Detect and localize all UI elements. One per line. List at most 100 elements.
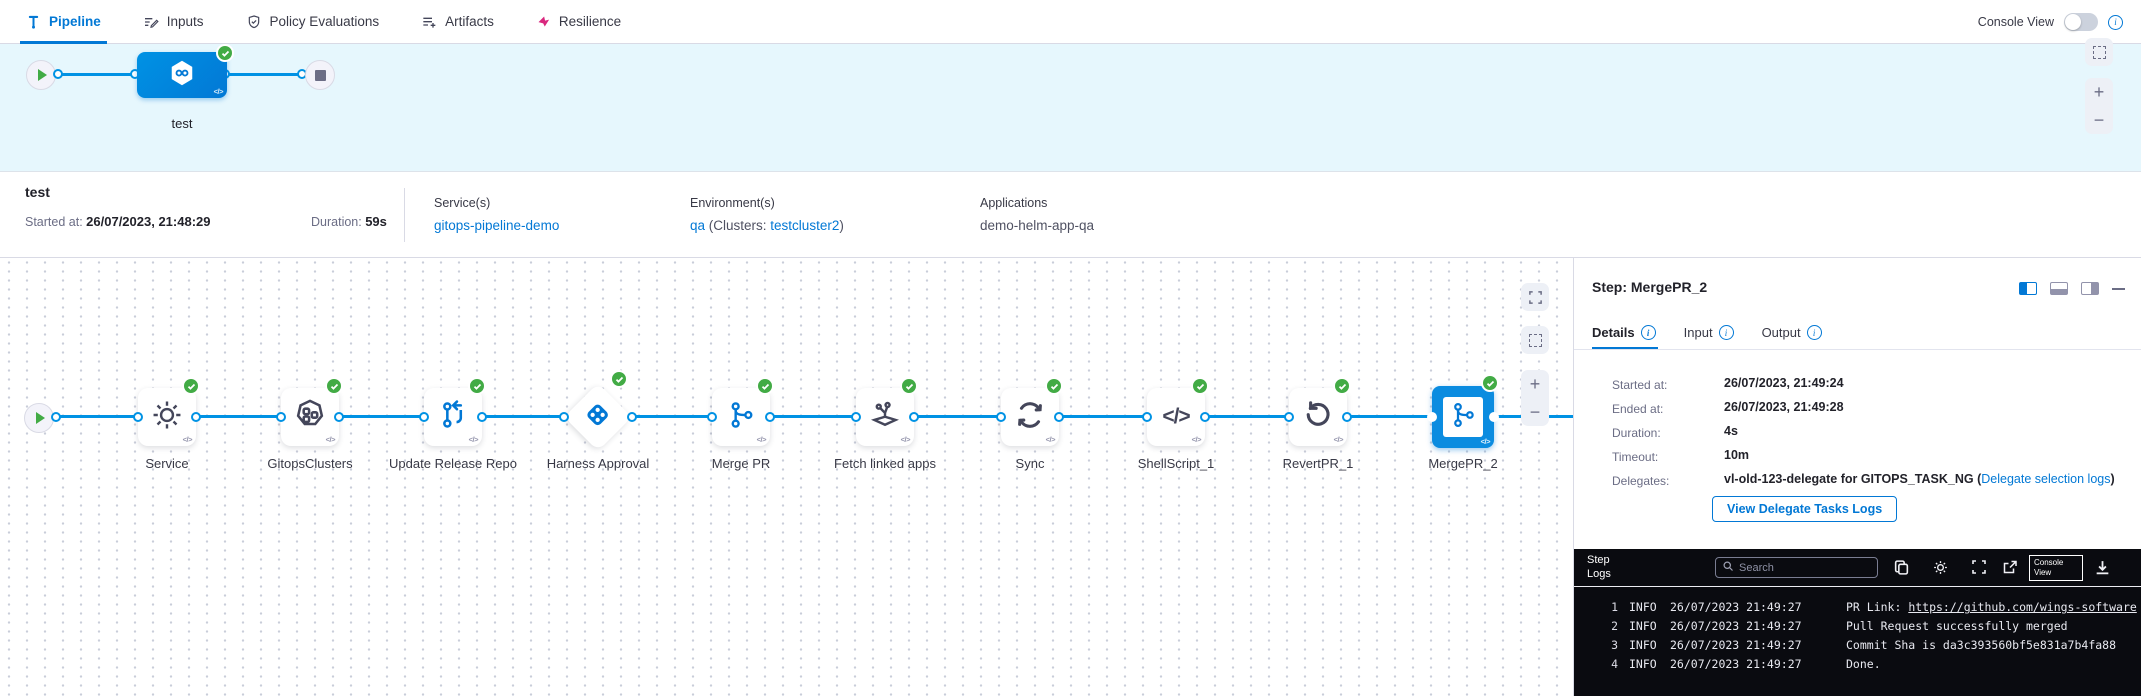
step-node-harness-approval[interactable] [564, 383, 632, 451]
download-icon[interactable] [2094, 559, 2111, 581]
connector-dot [1054, 412, 1064, 422]
view-delegate-tasks-logs-button[interactable]: View Delegate Tasks Logs [1712, 496, 1898, 522]
info-icon[interactable] [2108, 14, 2123, 30]
step-node-gitopsclusters[interactable]: </> [281, 388, 339, 446]
connector-dot [909, 412, 919, 422]
info-icon[interactable] [1806, 325, 1822, 340]
tab-details[interactable]: Details [1592, 316, 1658, 349]
code-badge: </> [756, 435, 767, 444]
connector-dot [851, 412, 861, 422]
pipeline-icon [26, 14, 41, 29]
step-label: GitopsClusters [267, 456, 353, 471]
step-label: Merge PR [711, 456, 771, 471]
services-label: Service(s) [434, 196, 491, 210]
zoom-in-button[interactable]: + [1529, 373, 1541, 394]
tab-output[interactable]: Output [1762, 316, 1822, 349]
success-badge [216, 44, 234, 62]
tab-policy-evaluations[interactable]: Policy Evaluations [246, 0, 379, 44]
step-node-mergepr-2[interactable]: </> [1432, 386, 1494, 448]
fit-view-icon [2092, 45, 2106, 59]
canvas-fit-view-button[interactable] [1521, 326, 1549, 354]
success-badge [182, 377, 200, 395]
success-badge [1191, 377, 1209, 395]
log-search[interactable] [1715, 557, 1878, 578]
connector-dot [51, 412, 61, 422]
policy-shield-icon [246, 14, 262, 30]
connector-dot [627, 412, 637, 422]
success-badge [468, 377, 486, 395]
connector-dot [1200, 412, 1210, 422]
tab-label: Pipeline [49, 14, 101, 29]
code-badge: </> [1045, 435, 1056, 444]
step-label: Sync [1015, 456, 1045, 471]
play-icon [36, 412, 45, 424]
connector-dot [419, 412, 429, 422]
delegate-selection-logs-link[interactable]: Delegate selection logs [1981, 472, 2111, 486]
code-badge: </> [900, 435, 911, 444]
connector-dot [1427, 412, 1437, 422]
detail-label: Started at: [1612, 378, 1668, 392]
tab-inputs[interactable]: Inputs [143, 0, 204, 44]
open-in-new-icon[interactable] [2002, 559, 2018, 580]
detail-value: 26/07/2023, 21:49:24 [1724, 376, 1844, 390]
zoom-in-button[interactable]: + [2093, 81, 2105, 102]
step-node-revertpr-1[interactable]: </> [1289, 388, 1347, 446]
connector-dot [276, 412, 286, 422]
step-node-sync[interactable]: </> [1001, 388, 1059, 446]
resilience-icon [536, 14, 551, 29]
step-node-fetch-linked-apps[interactable]: </> [856, 388, 914, 446]
zoom-out-button[interactable]: − [1529, 401, 1541, 422]
tab-artifacts[interactable]: Artifacts [421, 0, 494, 44]
pr-link[interactable]: https://github.com/wings-software [1908, 600, 2137, 614]
console-view-toggle[interactable] [2064, 13, 2098, 31]
applications-label: Applications [980, 196, 1048, 210]
search-input[interactable] [1739, 561, 1859, 574]
connector-dot [133, 412, 143, 422]
tab-pipeline[interactable]: Pipeline [20, 0, 107, 44]
pipeline-end-node [305, 60, 335, 90]
stage-fit-view-button[interactable] [2085, 38, 2113, 66]
minimize-panel-icon[interactable] [2112, 287, 2125, 290]
tab-label: Inputs [166, 14, 204, 29]
info-icon[interactable] [1718, 325, 1734, 340]
cluster-link[interactable]: testcluster2 [770, 218, 840, 233]
canvas-expand-button[interactable] [1521, 283, 1549, 311]
tab-input[interactable]: Input [1684, 316, 1734, 349]
success-badge [756, 377, 774, 395]
detail-value: 4s [1724, 424, 1738, 438]
step-node-service[interactable]: </> [138, 388, 196, 446]
revert-icon [1301, 398, 1335, 437]
stage-node-test[interactable]: </> [137, 52, 227, 98]
detail-label: Ended at: [1612, 402, 1664, 416]
success-badge [325, 377, 343, 395]
step-node-update-release-repo[interactable]: </> [424, 388, 482, 446]
console-header: Step Logs Console View [1574, 549, 2141, 587]
step-node-shellscript-1[interactable]: </> </> [1147, 388, 1205, 446]
zoom-out-button[interactable]: − [2093, 109, 2105, 130]
step-label: Harness Approval [546, 456, 650, 471]
layout-bottom-view-icon[interactable] [2050, 282, 2068, 295]
step-node-merge-pr[interactable]: </> [712, 388, 770, 446]
tab-resilience[interactable]: Resilience [536, 0, 621, 44]
connector-dot [996, 412, 1006, 422]
code-badge: </> [325, 435, 336, 444]
delegates-label: Delegates: [1612, 474, 1670, 488]
service-link[interactable]: gitops-pipeline-demo [434, 218, 560, 233]
stage-zoom-control: + − [2085, 78, 2113, 134]
gear-icon[interactable] [1932, 559, 1949, 581]
layout-split-view-icon[interactable] [2019, 282, 2037, 295]
step-label: Update Release Repo [389, 456, 517, 471]
info-icon[interactable] [1640, 325, 1656, 340]
fullscreen-icon[interactable] [1971, 559, 1987, 580]
code-badge: </> [213, 87, 224, 96]
console-view-button[interactable]: Console View [2029, 555, 2083, 581]
code-badge: </> [1333, 435, 1344, 444]
layout-right-view-icon[interactable] [2081, 282, 2099, 295]
connector-dot [1284, 412, 1294, 422]
copy-icon[interactable] [1893, 559, 1910, 581]
environment-link[interactable]: qa [690, 218, 706, 233]
